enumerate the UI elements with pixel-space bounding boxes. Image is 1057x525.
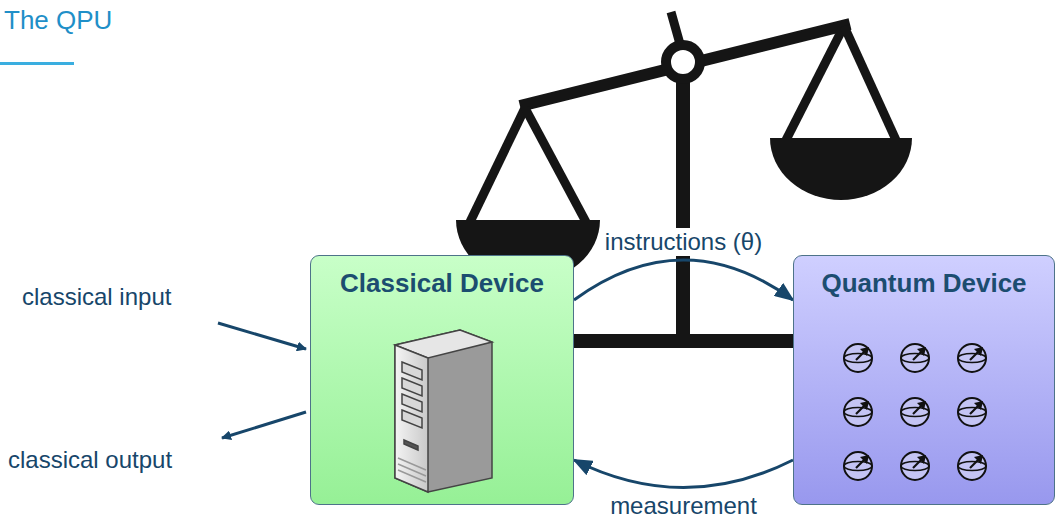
quantum-device-box: Quantum Device [793, 255, 1055, 505]
edge-label: instructions (θ) [602, 228, 765, 256]
server-icon [395, 330, 492, 492]
page-title: The QPU [4, 4, 112, 36]
box-heading: Quantum Device [794, 256, 1054, 298]
input-arrow [218, 323, 306, 349]
instruction-arrow [574, 260, 793, 300]
output-arrow [222, 412, 306, 438]
qubit-grid [844, 344, 986, 480]
measurement-arrow [574, 460, 793, 488]
title-underline [0, 62, 74, 65]
output-label: classical output [8, 446, 172, 474]
box-heading: Classical Device [311, 256, 573, 298]
edge-label: measurement [607, 492, 760, 520]
input-label: classical input [22, 283, 171, 311]
classical-device-box: Classical Device [310, 255, 574, 505]
